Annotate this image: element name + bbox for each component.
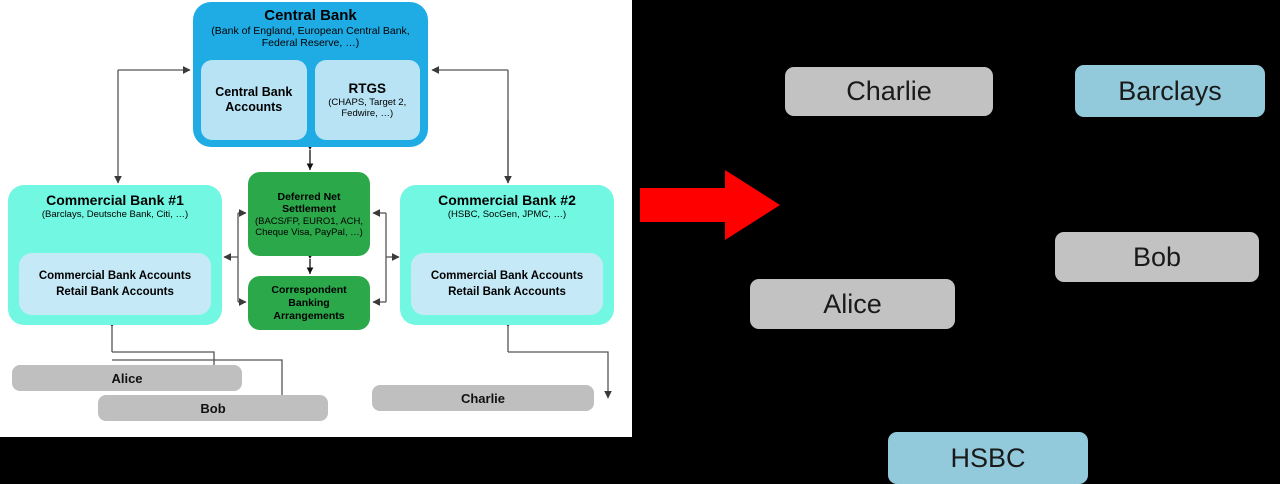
commercial-bank-2-accounts-box: Commercial Bank Accounts Retail Bank Acc… bbox=[411, 253, 603, 315]
central-bank-title: Central Bank bbox=[264, 7, 357, 24]
correspondent-banking-title: Correspondent Banking Arrangements bbox=[271, 283, 347, 322]
chip-alice: Alice bbox=[750, 279, 955, 329]
commercial-bank-1-subtitle: (Barclays, Deutsche Bank, Citi, …) bbox=[41, 209, 189, 220]
deferred-net-settlement-subtitle: (BACS/FP, EURO1, ACH, Cheque Visa, PayPa… bbox=[254, 215, 364, 238]
rtgs-subtitle: (CHAPS, Target 2, Fedwire, …) bbox=[328, 97, 407, 119]
chip-hsbc: HSBC bbox=[888, 432, 1088, 484]
central-bank-node: Central Bank (Bank of England, European … bbox=[193, 2, 428, 147]
commercial-bank-2-accounts-line2: Retail Bank Accounts bbox=[448, 286, 566, 298]
person-label-alice: Alice bbox=[111, 370, 143, 386]
rtgs-node: RTGS (CHAPS, Target 2, Fedwire, …) bbox=[314, 60, 420, 140]
central-bank-accounts-node: Central Bank Accounts bbox=[201, 60, 307, 140]
chip-label-barclays: Barclays bbox=[1118, 75, 1222, 106]
deferred-net-settlement-node: Deferred Net Settlement (BACS/FP, EURO1,… bbox=[248, 172, 370, 256]
central-bank-inner-row: Central Bank Accounts RTGS (CHAPS, Targe… bbox=[201, 60, 420, 140]
red-right-arrow-icon bbox=[640, 170, 780, 240]
chip-label-hsbc: HSBC bbox=[950, 442, 1026, 473]
person-label-bob: Bob bbox=[200, 400, 226, 416]
commercial-bank-1-accounts-box: Commercial Bank Accounts Retail Bank Acc… bbox=[19, 253, 211, 315]
chip-barclays: Barclays bbox=[1075, 65, 1265, 117]
person-box-bob: Bob bbox=[98, 395, 328, 421]
commercial-bank-2-accounts-line1: Commercial Bank Accounts bbox=[430, 270, 584, 282]
person-label-charlie: Charlie bbox=[460, 390, 506, 406]
commercial-bank-1-accounts-line1: Commercial Bank Accounts bbox=[38, 270, 192, 282]
person-box-alice: Alice bbox=[12, 365, 242, 391]
commercial-bank-2-subtitle: (HSBC, SocGen, JPMC, …) bbox=[447, 209, 567, 220]
commercial-bank-1-node: Commercial Bank #1 (Barclays, Deutsche B… bbox=[8, 185, 222, 325]
chip-label-alice: Alice bbox=[823, 288, 882, 319]
banking-system-diagram: Central Bank (Bank of England, European … bbox=[0, 0, 632, 437]
central-bank-accounts-title: Central Bank Accounts bbox=[215, 85, 293, 114]
chip-bob: Bob bbox=[1055, 232, 1259, 282]
rtgs-title: RTGS bbox=[348, 81, 386, 96]
central-bank-subtitle: (Bank of England, European Central Bank,… bbox=[211, 25, 410, 49]
chip-label-charlie: Charlie bbox=[846, 76, 932, 106]
deferred-net-settlement-title: Deferred Net Settlement bbox=[277, 190, 341, 215]
commercial-bank-2-node: Commercial Bank #2 (HSBC, SocGen, JPMC, … bbox=[400, 185, 614, 325]
chip-label-bob: Bob bbox=[1132, 241, 1182, 272]
person-box-charlie: Charlie bbox=[372, 385, 594, 411]
correspondent-banking-node: Correspondent Banking Arrangements bbox=[248, 276, 370, 330]
chip-charlie: Charlie bbox=[785, 67, 993, 116]
commercial-bank-1-title: Commercial Bank #1 bbox=[46, 192, 184, 208]
commercial-bank-2-title: Commercial Bank #2 bbox=[438, 192, 576, 208]
commercial-bank-1-accounts-line2: Retail Bank Accounts bbox=[56, 286, 174, 298]
